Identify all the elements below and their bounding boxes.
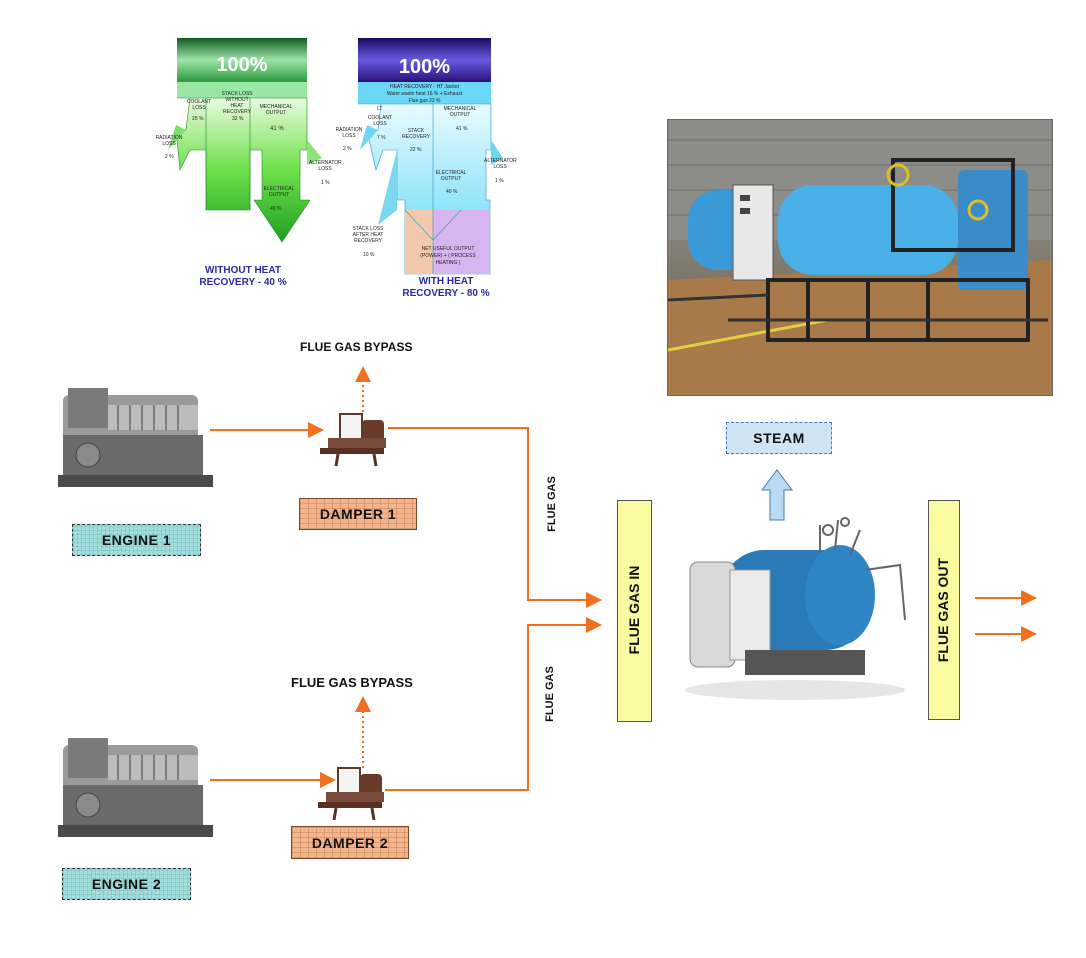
damper-1-image: [318, 408, 390, 468]
sankey-right-top-pct: 100%: [398, 56, 451, 78]
engine-1-tag: ENGINE 1: [72, 524, 201, 556]
sankey-left-electrical-label: ELECTRICAL OUTPUT: [263, 186, 295, 198]
sankey-right-flue-gas: Flue gas 22 %: [408, 98, 441, 104]
sankey-left-mech-pct: 41 %: [270, 126, 284, 132]
sankey-left-electrical-pct: 40 %: [270, 206, 282, 212]
sankey-left-radiation-pct: 2 %: [165, 154, 174, 160]
sankey-right-stack-after-pct: 10 %: [363, 252, 375, 258]
sankey-right-mech-label: MECHANICAL OUTPUT: [443, 106, 477, 118]
boiler-image: [670, 510, 920, 710]
sankey-left-radiation-label: RADIATION LOSS: [155, 135, 183, 147]
flue-gas-out-box: FLUE GAS OUT: [928, 500, 960, 720]
engine-2-image: [58, 730, 213, 850]
sankey-right-stack-after-label: STACK LOSS AFTER HEAT RECOVERY: [352, 226, 384, 244]
sankey-right-heat-recovery: HEAT RECOVERY - HT Jacket: [389, 84, 459, 90]
engine-2-drawing: [58, 738, 213, 837]
sankey-right: [358, 38, 503, 275]
sankey-left-mech-label: MECHANICAL OUTPUT: [259, 104, 293, 116]
damper-2-drawing: [318, 767, 384, 821]
damper-1-drawing: [320, 413, 386, 467]
damper-2-tag: DAMPER 2: [291, 826, 409, 859]
sankey-left-top-pct: 100%: [216, 54, 268, 76]
bypass-2-label: FLUE GAS BYPASS: [291, 675, 413, 690]
sankey-right-radiation-label: RADIATION LOSS: [335, 127, 363, 139]
sankey-right-electrical-label: ELECTRICAL OUTPUT: [435, 170, 467, 182]
sankey-diagrams: [168, 38, 503, 275]
engine-1-drawing: [58, 388, 213, 487]
sankey-left-caption: WITHOUT HEAT RECOVERY - 40 %: [199, 265, 287, 288]
sankey-right-electrical-pct: 40 %: [446, 189, 458, 195]
hrsg-photo: [667, 119, 1053, 396]
sankey-left-alternator-pct: 1 %: [321, 180, 330, 186]
boiler-drawing: [685, 517, 906, 700]
sankey-right-mech-pct: 41 %: [456, 126, 468, 132]
sankey-right-lt: LT: [377, 106, 383, 112]
flue-gas-in-box: FLUE GAS IN: [617, 500, 652, 722]
sankey-right-caption: WITH HEAT RECOVERY - 80 %: [402, 276, 490, 299]
sankey-left: [168, 38, 322, 243]
engine-2-tag: ENGINE 2: [62, 868, 191, 900]
sankey-left-coolant-label: COOLANT LOSS: [186, 99, 212, 111]
sankey-left-coolant-pct: 25 %: [192, 116, 204, 122]
sankey-right-net-useful: NET USEFUL OUTPUT (POWER) + ( PROCESS HE…: [420, 246, 476, 266]
bypass-1-label: FLUE GAS BYPASS: [300, 340, 413, 354]
flue-gas-out-label: FLUE GAS OUT: [935, 557, 951, 663]
sankey-left-alternator-label: ALTERNATOR LOSS: [309, 160, 342, 172]
steam-tag: STEAM: [726, 422, 832, 454]
sankey-right-radiation-pct: 2 %: [343, 146, 352, 152]
sankey-right-water-waste: Water waste heat 16 % + Exhaust: [386, 91, 463, 97]
sankey-right-alternator-pct: 1 %: [495, 178, 504, 184]
hrsg-photo-drawing: [668, 120, 1052, 395]
sankey-right-coolant-pct: 7 %: [377, 135, 386, 141]
sankey-left-stack-label: STACK LOSS WITHOUT HEAT RECOVERY: [221, 91, 253, 115]
damper-1-tag: DAMPER 1: [299, 498, 417, 530]
sankey-right-stack-recovery-pct: 22 %: [410, 147, 422, 153]
sankey-right-coolant-label: COOLANT LOSS: [367, 115, 393, 127]
damper-2-image: [316, 762, 388, 822]
sankey-right-alternator-label: ALTERNATOR LOSS: [484, 158, 517, 170]
sankey-left-stack-pct: 32 %: [232, 116, 244, 122]
flue-gas-label-1: FLUE GAS: [546, 476, 558, 532]
flue-gas-in-label: FLUE GAS IN: [626, 565, 642, 655]
sankey-right-stack-recovery-label: STACK RECOVERY: [402, 128, 430, 140]
flue-gas-label-2: FLUE GAS: [544, 666, 556, 722]
engine-1-image: [58, 380, 213, 500]
